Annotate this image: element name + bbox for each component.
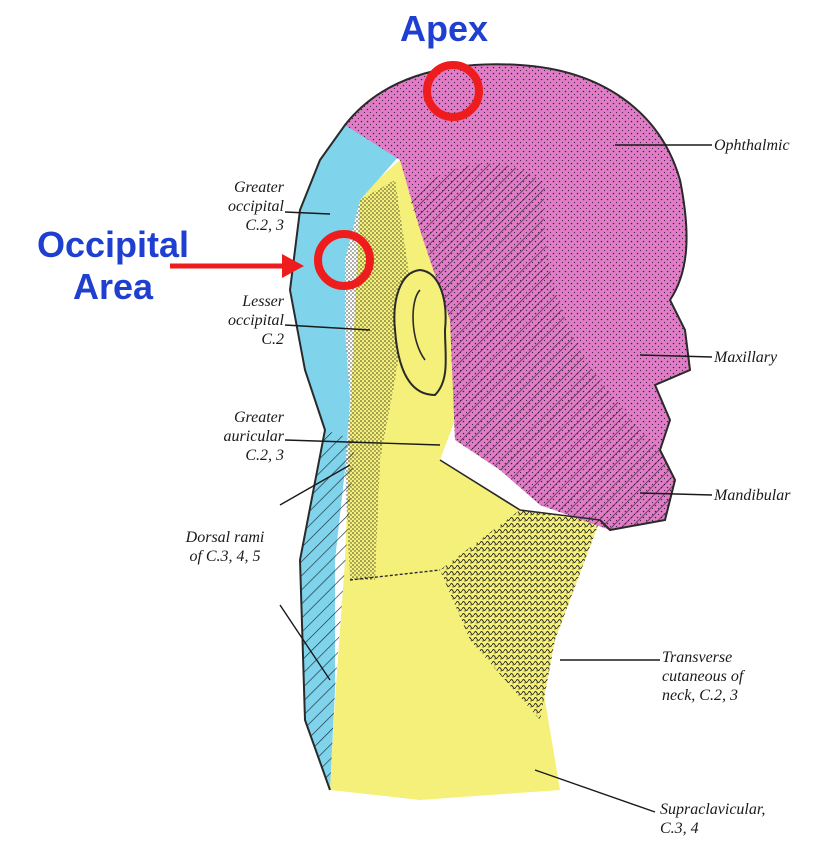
label-greater-auricular: Greater auricular C.2, 3 bbox=[176, 408, 284, 465]
label-maxillary: Maxillary bbox=[714, 348, 777, 367]
label-transverse-cutaneous: Transverse cutaneous of neck, C.2, 3 bbox=[662, 648, 743, 705]
label-greater-occipital: Greater occipital C.2, 3 bbox=[176, 178, 284, 235]
label-supraclavicular: Supraclavicular, C.3, 4 bbox=[660, 800, 765, 838]
label-ophthalmic: Ophthalmic bbox=[714, 136, 790, 155]
label-dorsal-rami: Dorsal rami of C.3, 4, 5 bbox=[160, 528, 290, 566]
apex-callout: Apex bbox=[400, 8, 488, 50]
label-mandibular: Mandibular bbox=[714, 486, 790, 505]
label-lesser-occipital: Lesser occipital C.2 bbox=[176, 292, 284, 349]
